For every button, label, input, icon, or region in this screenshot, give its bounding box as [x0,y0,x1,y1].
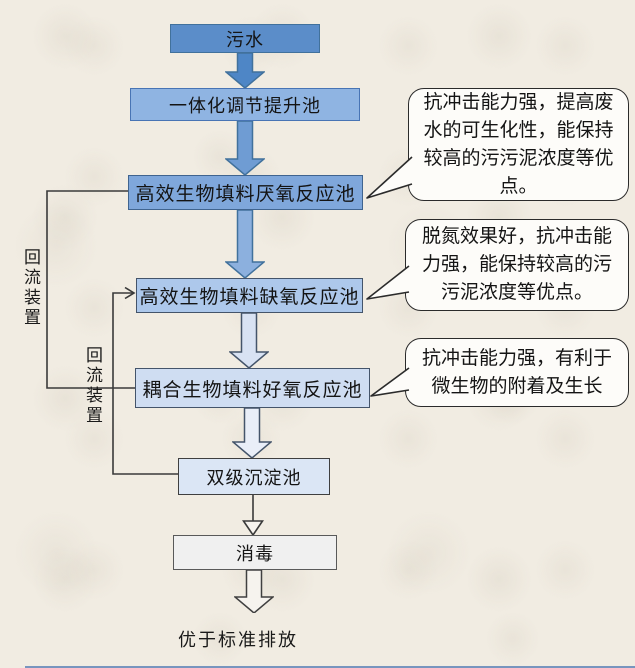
reflux-label-2: 回流装置 [83,346,102,426]
flow-node-regulating-tank: 一体化调节提升池 [130,88,360,121]
down-arrow-icon-1 [225,53,265,88]
flow-node-anaerobic-tank: 高效生物填料厌氧反应池 [128,175,363,210]
down-arrow-icon-5 [232,408,272,458]
output-label: 优于标准排放 [178,630,298,650]
flow-node-sedimentation-tank: 双级沉淀池 [178,458,330,495]
flow-node-disinfection: 消毒 [173,535,337,570]
callout-tail-icon-1 [366,156,413,199]
callout-anoxic: 脱氮效果好，抗冲击能力强，能保持较高的污污泥浓度等优点。 [405,219,629,311]
callout-tail-icon-3 [370,367,410,397]
thin-down-arrow-icon [241,495,265,535]
down-arrow-icon-3 [225,210,265,278]
callout-anaerobic: 抗冲击能力强，提高废水的可生化性，能保持较高的污污泥浓度等优点。 [408,88,629,201]
down-arrow-icon-4 [229,313,269,368]
callout-tail-icon-2 [366,265,410,300]
down-arrow-icon-2 [225,121,265,175]
flow-node-anoxic-tank: 高效生物填料缺氧反应池 [136,278,363,313]
callout-aerobic: 抗冲击能力强，有利于微生物的附着及生长 [405,338,629,407]
reflux-label-1: 回流装置 [21,248,40,328]
down-arrow-icon-6 [234,570,274,613]
reflux-arrowhead-icon [124,286,136,300]
bottom-edge-strip [25,666,635,668]
flow-node-sewage: 污水 [170,24,320,53]
flow-node-aerobic-tank: 耦合生物填料好氧反应池 [135,368,370,408]
